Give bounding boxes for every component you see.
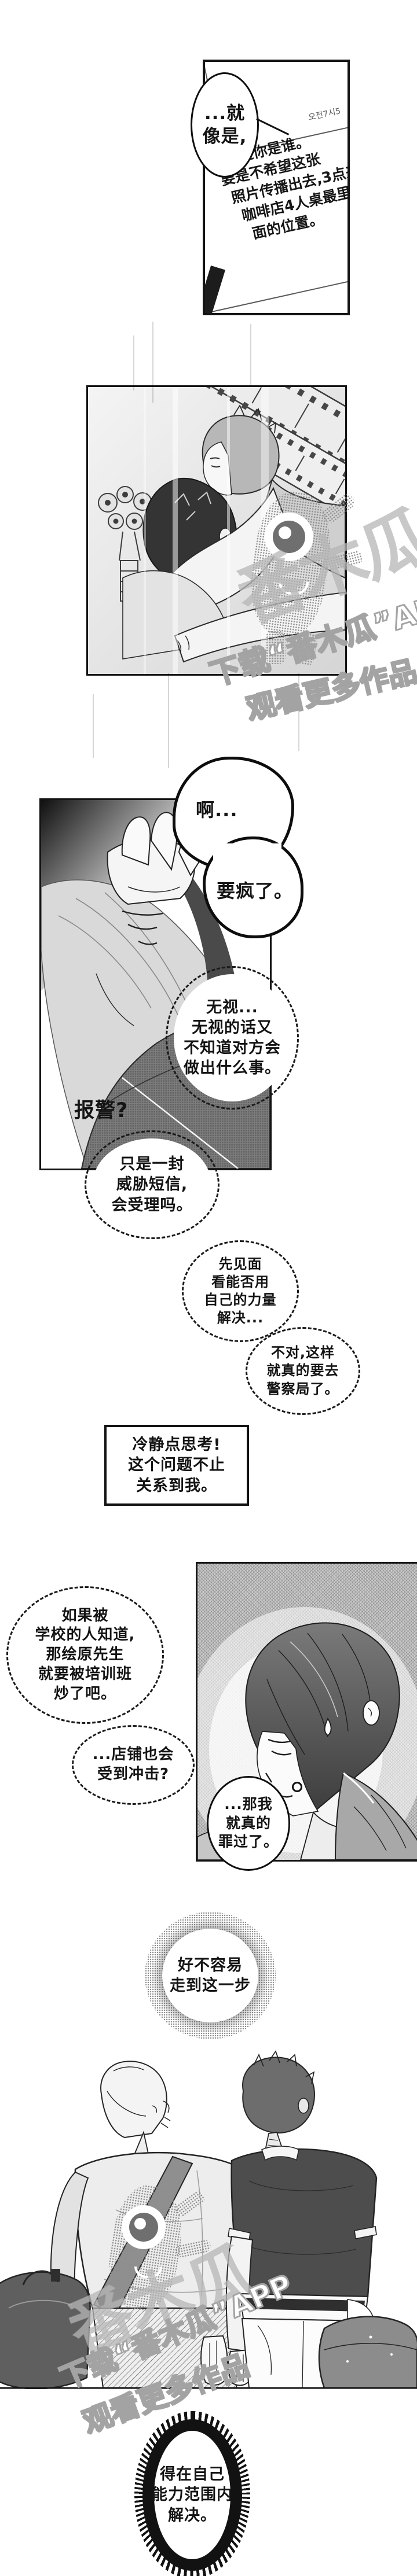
speech-text: 就真的 [225,1814,271,1831]
speech-text: ...那我 [224,1796,273,1813]
speech-bubble-resolve: 得在自己 能力范围内 解决。 [134,2411,250,2576]
thought-dot [292,1782,302,1792]
papaya-mascot-icon [243,485,364,670]
thought-text: 就要被培训班 [38,1665,132,1683]
thought-bubble-school: 如果被 学校的人知道, 那绘原先生 就要被培训班 炒了吧。 [6,1586,164,1724]
caption-box-calm: 冷静点思考! 这个问题不止 关系到我。 [104,1425,249,1506]
speech-text: 啊... [196,799,238,821]
thought-text: 受到冲击? [97,1766,170,1783]
thought-bubble-meet: 先见面 看能否用 自己的力量 解决... [182,1240,299,1342]
thought-bubble-nope: 不对,这样 就真的要去 警察局了。 [246,1327,360,1415]
speech-text: 要疯了。 [217,880,294,902]
caption-text: 冷静点思考! [132,1436,221,1454]
thought-text: 解决... [217,1310,264,1326]
thought-text: 先见面 [218,1255,262,1272]
speech-bubble-ah: 啊... 要疯了。 [173,757,305,941]
thought-text: 警察局了。 [266,1380,339,1397]
thought-text: 会受理吗。 [111,1196,193,1214]
thought-text: 自己的力量 [204,1292,277,1308]
thought-bubble-ignore: 无视... 无视的话又 不知道对方会 做出什么事。 [166,966,299,1110]
thought-bubble-step: 好不容易 走到这一步 [162,1929,258,2022]
thought-text: 就真的要去 [266,1362,339,1379]
thought-text: 不知道对方会 [184,1039,281,1057]
thought-text: 无视... [206,998,258,1016]
thought-text: 如果被 [61,1606,109,1624]
film-reel-icon [98,486,152,602]
thought-bubble-shop: ...店铺也会 受到冲击? [72,1725,195,1805]
sweat-drop [324,1718,332,1737]
thought-text: 无视的话又 [192,1018,273,1037]
thought-text: 不对,这样 [270,1344,335,1361]
couple-back-scene [0,2050,417,2407]
jacket [334,1772,417,1860]
speech-bubble-sin: ...那我 就真的 罪过了。 [207,1776,290,1871]
figure-right [225,2050,417,2389]
floating-text-police: 报警? [74,1099,129,1122]
speech-bubble-intro: ...就 像是, [191,72,259,178]
speech-text: 像是, [202,126,247,147]
speed-line [93,694,94,758]
speech-text: 罪过了。 [218,1833,279,1851]
speech-text: 解决。 [168,2506,217,2525]
caption-text: 关系到我。 [136,1476,217,1495]
speech-text: 能力范围内 [152,2486,233,2504]
thought-text: 那绘原先生 [46,1646,125,1664]
thought-text: 看能否用 [211,1273,269,1290]
thought-text: 只是一封 [119,1155,185,1174]
papaya-mascot-icon [101,2180,212,2333]
thought-text: 好不容易 [178,1956,243,1974]
speed-line [133,336,134,390]
caption-text: 这个问题不止 [128,1456,225,1475]
thought-text: 炒了吧。 [53,1685,116,1702]
thought-bubble-sms: 只是一封 威胁短信, 会受理吗。 [85,1130,220,1239]
thought-text: 威胁短信, [116,1175,188,1194]
speech-text: ...就 [204,102,246,124]
thought-text: ...店铺也会 [92,1746,174,1764]
speed-line [250,324,251,385]
speed-line [168,673,169,768]
speed-line [152,322,153,403]
speed-line [298,673,299,751]
thought-text: 学校的人知道, [35,1626,136,1644]
thought-text: 做出什么事。 [184,1059,281,1078]
speech-text: 得在自己 [160,2466,225,2484]
thought-text: 走到这一步 [170,1977,251,1995]
